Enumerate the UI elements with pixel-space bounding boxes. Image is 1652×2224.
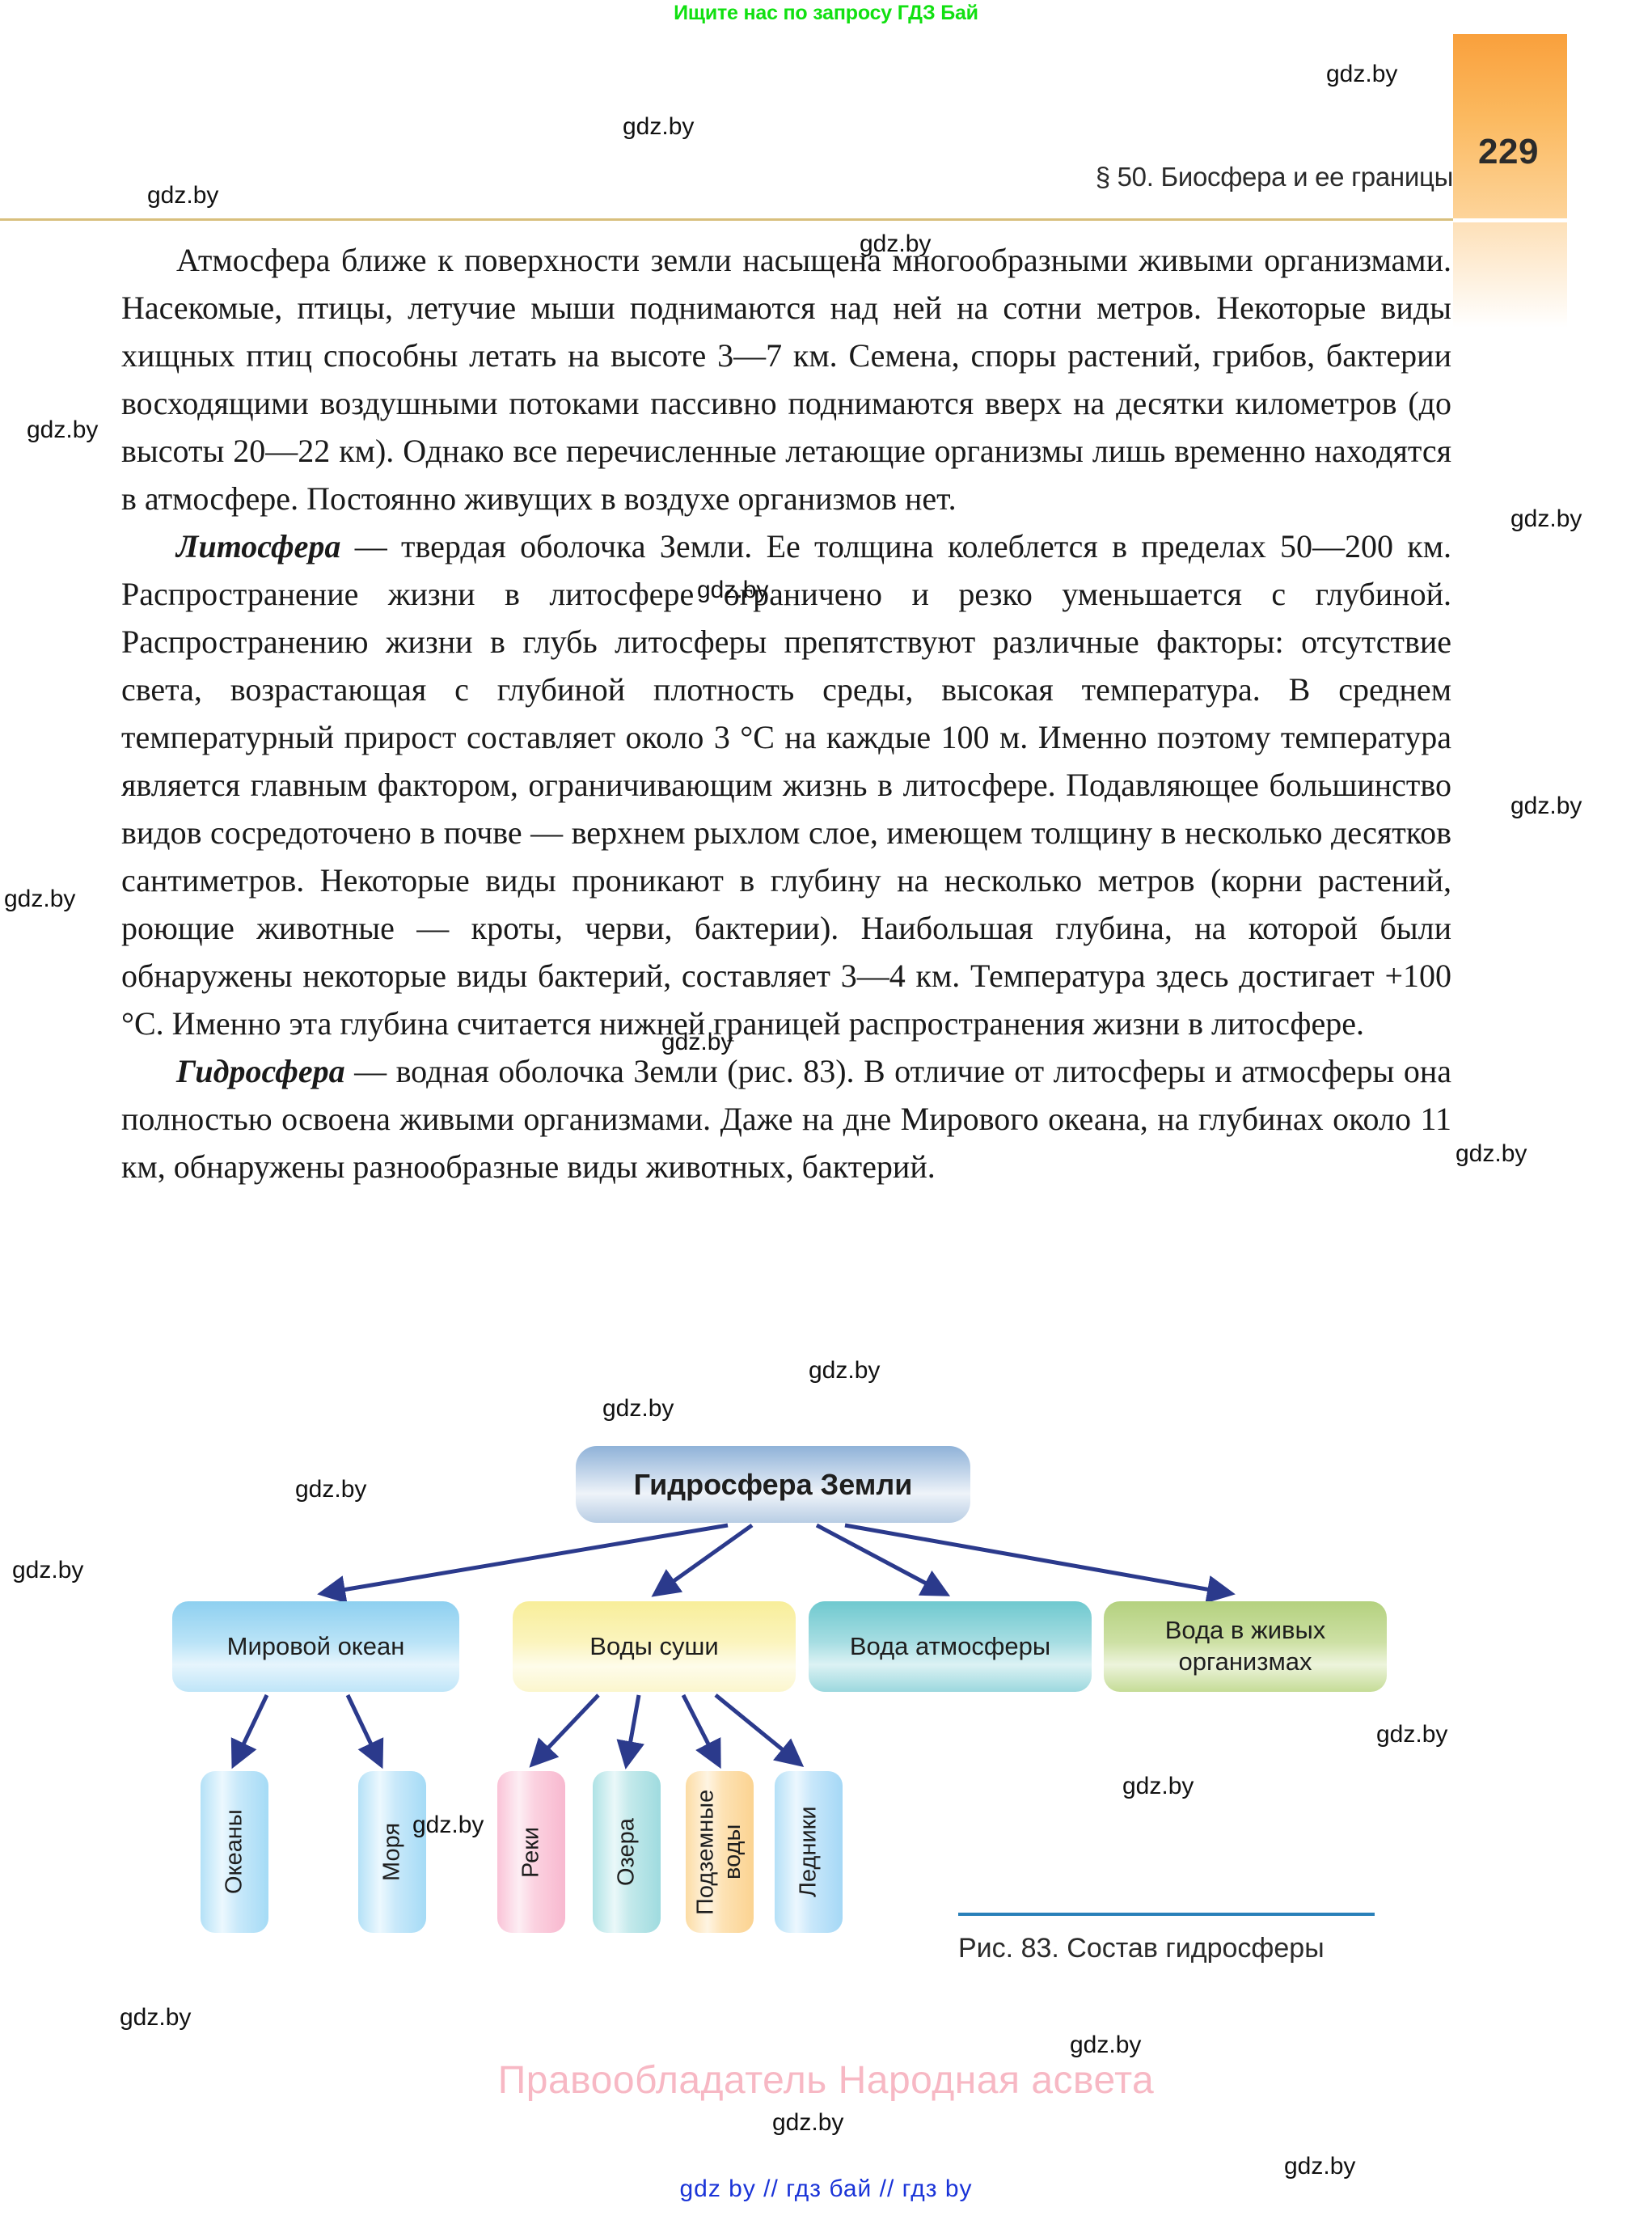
gdz-watermark: gdz.by — [295, 1476, 367, 1503]
diagram-node-lakes[interactable]: Озера — [593, 1771, 661, 1933]
hydrosphere-diagram: Гидросфера Земли Мировой океан Воды суши… — [0, 1431, 1652, 1949]
page-number-tab — [1453, 34, 1567, 218]
article-body: Атмосфера ближе к поверхности земли насы… — [121, 236, 1451, 1190]
header-divider — [0, 218, 1453, 221]
gdz-watermark: gdz.by — [1376, 1721, 1448, 1748]
gdz-watermark: gdz.by — [1326, 61, 1398, 87]
diagram-node-land-waters[interactable]: Воды суши — [513, 1601, 796, 1692]
term-lithosphere: Литосфера — [176, 528, 341, 564]
gdz-watermark: gdz.by — [27, 416, 99, 443]
site-footer: gdz by // гдз бай // гдз by — [679, 2175, 973, 2202]
paragraph-atmosphere: Атмосфера ближе к поверхности земли насы… — [121, 236, 1451, 522]
diagram-node-living-organisms-water[interactable]: Вода в живых организмах — [1104, 1601, 1387, 1692]
gdz-watermark: gdz.by — [1456, 1140, 1527, 1167]
page-title: § 50. Биосфера и ее границы — [1095, 162, 1454, 192]
paragraph-lithosphere: Литосфера — твердая оболочка Земли. Ее т… — [121, 522, 1451, 1047]
diagram-node-root[interactable]: Гидросфера Земли — [576, 1446, 970, 1523]
diagram-node-glaciers[interactable]: Ледники — [775, 1771, 843, 1933]
rights-holder-watermark: Правообладатель Народная асвета — [497, 2059, 1155, 2102]
diagram-node-seas[interactable]: Моря — [358, 1771, 426, 1933]
gdz-watermark: gdz.by — [147, 182, 219, 209]
page-tab-fade — [1453, 222, 1567, 328]
gdz-watermark: gdz.by — [809, 1357, 881, 1384]
gdz-watermark: gdz.by — [120, 2004, 192, 2031]
page-number: 229 — [1478, 132, 1539, 171]
gdz-watermark: gdz.by — [1510, 505, 1582, 532]
paragraph-hydrosphere-text: — водная оболочка Земли (рис. 83). В отл… — [121, 1053, 1451, 1185]
paragraph-hydrosphere: Гидросфера — водная оболочка Земли (рис.… — [121, 1047, 1451, 1190]
gdz-watermark: gdz.by — [602, 1395, 674, 1422]
diagram-node-oceans[interactable]: Океаны — [201, 1771, 268, 1933]
diagram-node-groundwater[interactable]: Подземные воды — [686, 1771, 754, 1933]
promo-banner: Ищите нас по запросу ГДЗ Бай — [674, 2, 978, 24]
gdz-watermark: gdz.by — [1070, 2032, 1142, 2058]
diagram-node-atmosphere-water[interactable]: Вода атмосферы — [809, 1601, 1092, 1692]
gdz-watermark: gdz.by — [12, 1557, 84, 1583]
gdz-watermark: gdz.by — [860, 230, 932, 257]
term-hydrosphere: Гидросфера — [176, 1053, 345, 1089]
gdz-watermark: gdz.by — [1284, 2153, 1356, 2180]
gdz-watermark: gdz.by — [1122, 1773, 1194, 1799]
gdz-watermark: gdz.by — [661, 1029, 733, 1055]
figure-caption: Рис. 83. Состав гидросферы — [958, 1933, 1325, 1964]
gdz-watermark: gdz.by — [1510, 793, 1582, 819]
figure-caption-rule — [958, 1913, 1375, 1916]
gdz-watermark: gdz.by — [412, 1812, 484, 1838]
gdz-watermark: gdz.by — [772, 2109, 844, 2136]
gdz-watermark: gdz.by — [4, 886, 76, 912]
diagram-node-rivers[interactable]: Реки — [497, 1771, 565, 1933]
paragraph-lithosphere-text: — твердая оболочка Земли. Ее толщина кол… — [121, 528, 1451, 1042]
paragraph-atmosphere-text: Атмосфера ближе к поверхности земли насы… — [121, 242, 1451, 517]
gdz-watermark: gdz.by — [623, 113, 695, 140]
diagram-node-world-ocean[interactable]: Мировой океан — [172, 1601, 459, 1692]
gdz-watermark: gdz.by — [697, 577, 769, 603]
